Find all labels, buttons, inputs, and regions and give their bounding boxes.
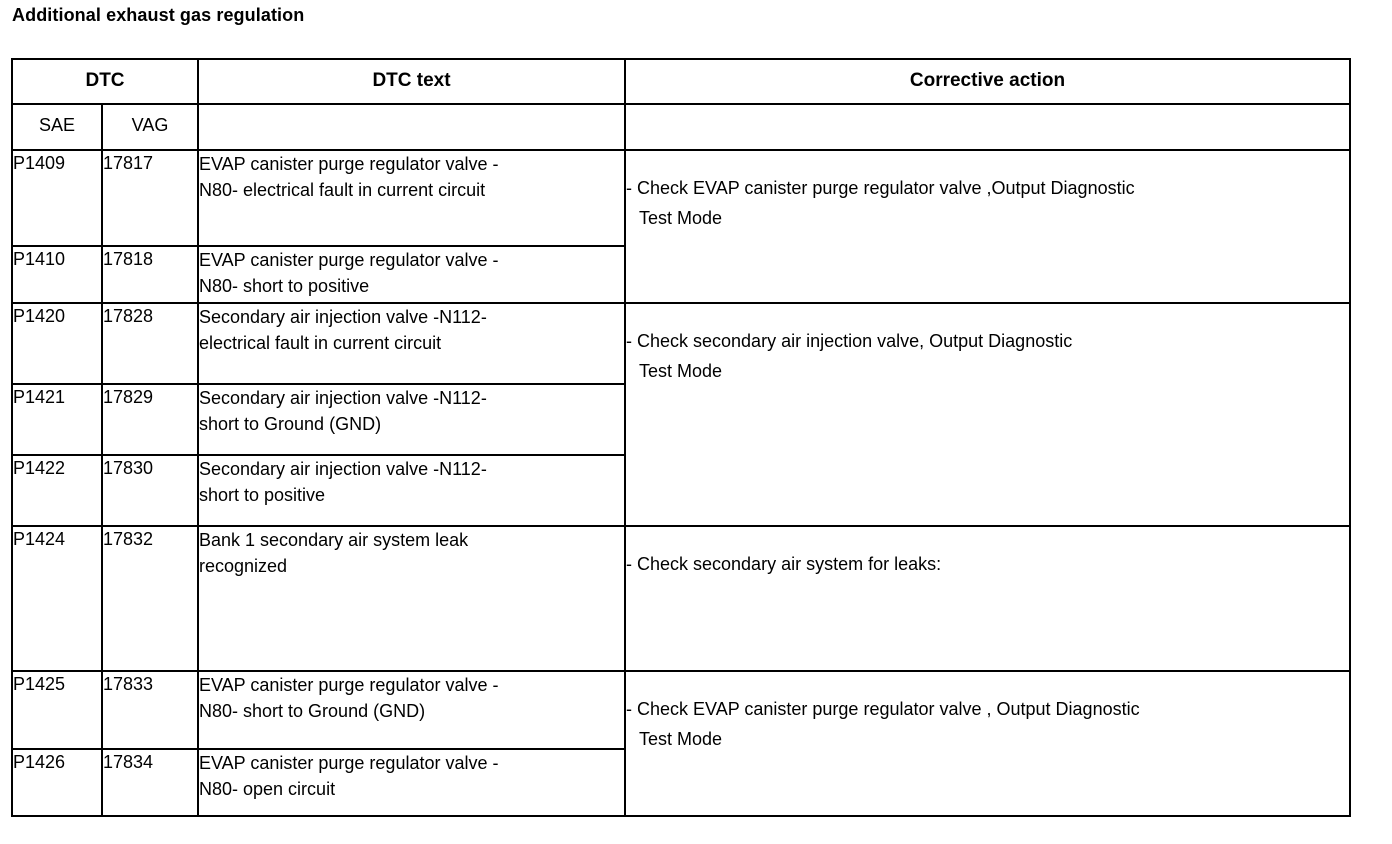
cell-dtc-text: Secondary air injection valve -N112- sho… xyxy=(197,454,626,527)
table-header-row-primary: DTC DTC text Corrective action xyxy=(11,58,1351,105)
header-vag: VAG xyxy=(101,103,199,151)
table-header-row-secondary: SAE VAG xyxy=(11,103,1351,151)
header-corrective-action-blank xyxy=(624,103,1351,151)
cell-sae: P1420 xyxy=(11,302,103,385)
cell-sae: P1425 xyxy=(11,670,103,750)
table-row: P1425 17833 EVAP canister purge regulato… xyxy=(11,670,1351,817)
cell-vag: 17834 xyxy=(101,748,199,817)
cell-sae: P1426 xyxy=(11,748,103,817)
cell-vag: 17833 xyxy=(101,670,199,750)
cell-corrective-action: - Check EVAP canister purge regulator va… xyxy=(624,670,1351,817)
table-row: P1409 17817 EVAP canister purge regulato… xyxy=(11,149,1351,304)
table-row: P1422 17830 Secondary air injection valv… xyxy=(11,454,1350,527)
page-title: Additional exhaust gas regulation xyxy=(12,5,305,25)
cell-dtc-text: Secondary air injection valve -N112- ele… xyxy=(197,302,626,385)
cell-dtc-text: Bank 1 secondary air system leak recogni… xyxy=(197,525,626,672)
table-row: P1421 17829 Secondary air injection valv… xyxy=(11,383,1350,456)
header-dtc-text: DTC text xyxy=(197,58,626,105)
cell-vag: 17830 xyxy=(101,454,199,527)
cell-vag: 17829 xyxy=(101,383,199,456)
corrective-action-text: - Check secondary air system for leaks: xyxy=(626,554,942,574)
header-corrective-action: Corrective action xyxy=(624,58,1351,105)
cell-vag: 17817 xyxy=(101,149,199,247)
header-dtc: DTC xyxy=(11,58,199,105)
header-dtc-text-blank xyxy=(197,103,626,151)
cell-sae: P1421 xyxy=(11,383,103,456)
corrective-action-text: - Check secondary air injection valve, O… xyxy=(626,331,1073,381)
table-row: P1410 17818 EVAP canister purge regulato… xyxy=(11,245,1350,304)
cell-corrective-action: - Check secondary air injection valve, O… xyxy=(624,302,1351,527)
dtc-table: DTC DTC text Corrective action SAE VAG P… xyxy=(11,58,1351,817)
cell-sae: P1424 xyxy=(11,525,103,672)
table-row: P1426 17834 EVAP canister purge regulato… xyxy=(11,748,1350,817)
table-row: P1420 17828 Secondary air injection valv… xyxy=(11,302,1351,527)
cell-dtc-text: EVAP canister purge regulator valve - N8… xyxy=(197,670,626,750)
cell-dtc-text: EVAP canister purge regulator valve - N8… xyxy=(197,245,626,304)
corrective-action-text: - Check EVAP canister purge regulator va… xyxy=(626,699,1140,749)
cell-vag: 17818 xyxy=(101,245,199,304)
cell-dtc-text: EVAP canister purge regulator valve - N8… xyxy=(197,149,626,247)
cell-sae: P1409 xyxy=(11,149,103,247)
cell-corrective-action: - Check EVAP canister purge regulator va… xyxy=(624,149,1351,304)
cell-sae: P1422 xyxy=(11,454,103,527)
cell-dtc-text: Secondary air injection valve -N112- sho… xyxy=(197,383,626,456)
cell-vag: 17828 xyxy=(101,302,199,385)
table-row: P1424 17832 Bank 1 secondary air system … xyxy=(11,525,1351,672)
cell-sae: P1410 xyxy=(11,245,103,304)
corrective-action-text: - Check EVAP canister purge regulator va… xyxy=(626,178,1135,228)
header-sae: SAE xyxy=(11,103,103,151)
cell-corrective-action: - Check secondary air system for leaks: xyxy=(624,525,1351,672)
cell-vag: 17832 xyxy=(101,525,199,672)
cell-dtc-text: EVAP canister purge regulator valve - N8… xyxy=(197,748,626,817)
